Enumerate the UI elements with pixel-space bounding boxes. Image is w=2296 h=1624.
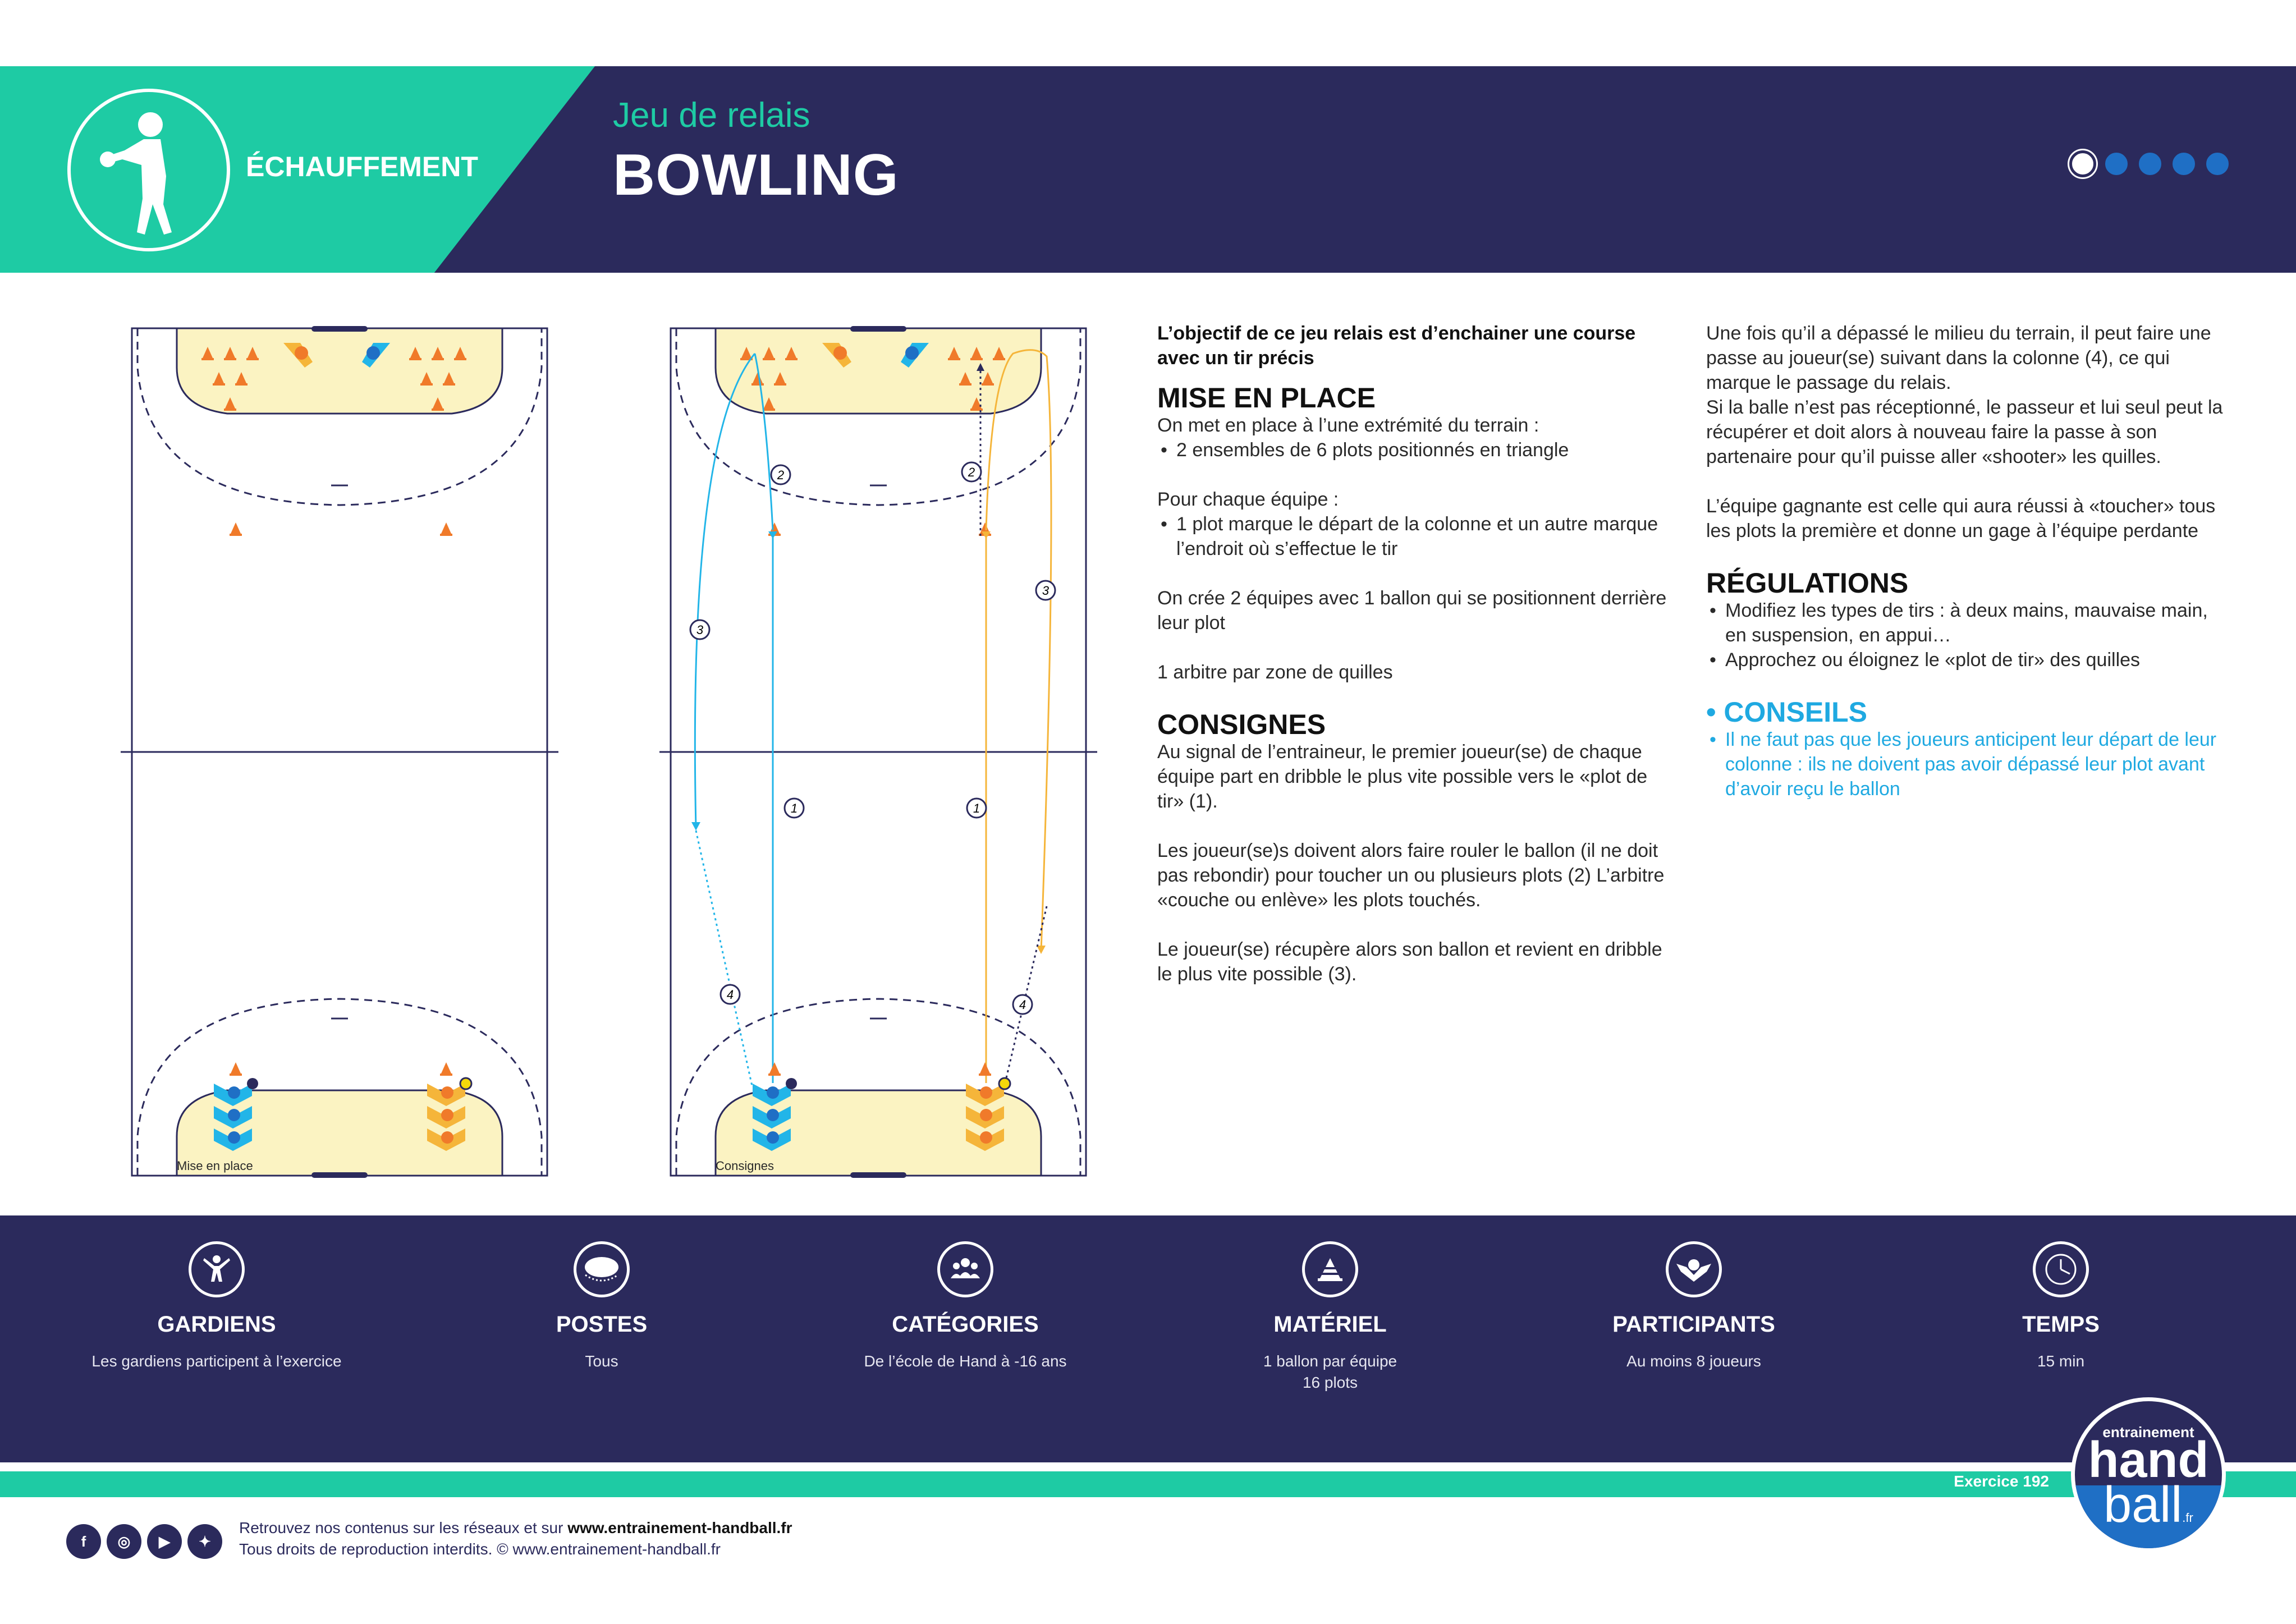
brand-logo[interactable]: entrainement hand ball.fr	[2071, 1397, 2226, 1552]
info-value: Les gardiens participent à l’exercice	[91, 1352, 342, 1370]
setup-text: 1 arbitre par zone de quilles	[1157, 662, 1393, 683]
info-materiel: MATÉRIEL 1 ballon par équipe 16 plots	[1162, 1241, 1498, 1393]
footer-text: Retrouvez nos contenus sur les réseaux e…	[239, 1517, 792, 1560]
exercise-number: Exercice 192	[1954, 1472, 2049, 1490]
brand-tld: .fr	[2182, 1511, 2193, 1525]
section-title-conseils: CONSEILS	[1706, 697, 2228, 727]
exercise-title: BOWLING	[613, 143, 899, 208]
info-label: GARDIENS	[157, 1312, 276, 1337]
info-label: PARTICIPANTS	[1612, 1312, 1775, 1337]
instruction-paragraph: Au signal de l’entraineur, le premier jo…	[1157, 741, 1648, 812]
info-value: 1 ballon par équipe 16 plots	[1162, 1351, 1498, 1393]
setup-text: On crée 2 équipes avec 1 ballon qui se p…	[1157, 588, 1667, 634]
footer-line-2: Tous droits de reproduction interdits. ©…	[239, 1540, 721, 1558]
instruction-paragraph: Si la balle n’est pas réceptionné, le pa…	[1706, 397, 2223, 467]
exercise-info-bar: GARDIENS Les gardiens participent à l’ex…	[0, 1215, 2296, 1462]
footer-green-strip	[0, 1471, 2296, 1497]
info-gardiens: GARDIENS Les gardiens participent à l’ex…	[48, 1241, 385, 1372]
info-postes: POSTES Tous	[433, 1241, 770, 1372]
instructions-column-right: Une fois qu’il a dépassé le milieu du te…	[1706, 321, 2228, 801]
difficulty-ball-icon	[2103, 150, 2130, 177]
info-value: Au moins 8 joueurs	[1626, 1352, 1761, 1370]
section-title-mise-en-place: MISE EN PLACE	[1157, 382, 1376, 414]
footer-line-1: Retrouvez nos contenus sur les réseaux e…	[239, 1517, 792, 1539]
difficulty-ball-icon	[2204, 150, 2231, 177]
svg-text:1: 1	[973, 801, 980, 815]
clock-icon	[2033, 1241, 2089, 1297]
info-value: 15 min	[2037, 1352, 2085, 1370]
info-value: De l’école de Hand à -16 ans	[864, 1352, 1067, 1370]
conseils-section: CONSEILS Il ne faut pas que les joueurs …	[1706, 697, 2228, 801]
facebook-icon[interactable]: f	[66, 1524, 101, 1559]
info-value-line: 1 ballon par équipe	[1263, 1352, 1397, 1370]
info-label: CATÉGORIES	[892, 1312, 1039, 1337]
section-title-consignes: CONSIGNES	[1157, 709, 1326, 740]
court-diagram-instructions: 1 1 2 2 3 3 4 4 Consignes	[654, 323, 1097, 1181]
info-label: POSTES	[556, 1312, 648, 1337]
info-temps: TEMPS 15 min	[1892, 1241, 2229, 1372]
instruction-paragraph: Une fois qu’il a dépassé le milieu du te…	[1706, 323, 2211, 393]
instruction-paragraph: L’équipe gagnante est celle qui aura réu…	[1706, 496, 2216, 542]
brand-text: hand	[2088, 1432, 2209, 1488]
info-value-line: 16 plots	[1302, 1374, 1358, 1391]
regulation-bullet: Approchez ou éloignez le «plot de tir» d…	[1706, 648, 2228, 672]
difficulty-ball-icon	[2137, 150, 2164, 177]
step-1-label: 1 1 2 2 3 3 4 4	[689, 461, 1056, 1015]
intro-text: L’objectif de ce jeu relais est d’enchai…	[1157, 323, 1636, 369]
difficulty-ball-icon	[2069, 150, 2096, 177]
court-diagram-setup: Mise en place	[115, 323, 558, 1181]
difficulty-ball-icon	[2170, 150, 2197, 177]
info-value: Tous	[585, 1352, 618, 1370]
svg-text:3: 3	[1042, 584, 1050, 598]
footer-site-link[interactable]: www.entrainement-handball.fr	[567, 1519, 792, 1536]
brand-text: ball.fr	[2075, 1480, 2222, 1543]
brand-text-ball: ball	[2103, 1477, 2183, 1533]
category-label: ÉCHAUFFEMENT	[246, 151, 478, 182]
setup-bullet: 1 plot marque le départ de la colonne et…	[1157, 512, 1674, 561]
info-categories: CATÉGORIES De l’école de Hand à -16 ans	[797, 1241, 1134, 1372]
youtube-icon[interactable]: ▶	[147, 1524, 182, 1559]
court-positions-icon	[574, 1241, 630, 1297]
social-links: f ◎ ▶ ✦	[66, 1524, 222, 1559]
brand-logo-accent	[2075, 1485, 2222, 1548]
section-title-regulations: RÉGULATIONS	[1706, 567, 1909, 599]
difficulty-rating	[2069, 150, 2231, 177]
group-icon	[937, 1241, 993, 1297]
exercise-subtitle: Jeu de relais	[613, 96, 810, 135]
svg-text:3: 3	[696, 623, 704, 637]
instruction-paragraph: Les joueur(se)s doivent alors faire roul…	[1157, 840, 1665, 911]
header-banner: ÉCHAUFFEMENT Jeu de relais BOWLING	[0, 66, 2296, 273]
instruction-paragraph: Le joueur(se) récupère alors son ballon …	[1157, 939, 1662, 985]
svg-text:1: 1	[791, 801, 798, 815]
regulation-bullet: Modifiez les types de tirs : à deux main…	[1706, 598, 2228, 648]
goalkeeper-icon	[189, 1241, 245, 1297]
player-silhouette-icon	[67, 89, 230, 251]
conseil-bullet: Il ne faut pas que les joueurs anticipen…	[1706, 727, 2228, 801]
twitter-icon[interactable]: ✦	[187, 1524, 222, 1559]
exercise-label: Exercice	[1954, 1472, 2019, 1490]
info-label: MATÉRIEL	[1273, 1312, 1387, 1337]
cones-icon	[1302, 1241, 1358, 1297]
svg-text:2: 2	[968, 465, 975, 479]
instagram-icon[interactable]: ◎	[107, 1524, 141, 1559]
exercise-number-value: 192	[2023, 1472, 2049, 1490]
setup-bullet: 2 ensembles de 6 plots positionnés en tr…	[1157, 438, 1674, 462]
footer-prefix: Retrouvez nos contenus sur les réseaux e…	[239, 1519, 568, 1536]
setup-text: On met en place à l’une extrémité du ter…	[1157, 415, 1539, 436]
instructions-column-left: L’objectif de ce jeu relais est d’enchai…	[1157, 321, 1674, 1011]
setup-text: Pour chaque équipe :	[1157, 489, 1339, 510]
info-label: TEMPS	[2022, 1312, 2100, 1337]
players-icon	[1666, 1241, 1722, 1297]
brand-text: entrainement	[2102, 1424, 2194, 1441]
svg-text:4: 4	[1019, 998, 1026, 1012]
svg-text:2: 2	[777, 468, 784, 482]
diagram-caption: Mise en place	[177, 1159, 253, 1173]
diagram-caption: Consignes	[716, 1159, 774, 1173]
info-participants: PARTICIPANTS Au moins 8 joueurs	[1525, 1241, 1862, 1372]
svg-text:4: 4	[727, 988, 734, 1002]
